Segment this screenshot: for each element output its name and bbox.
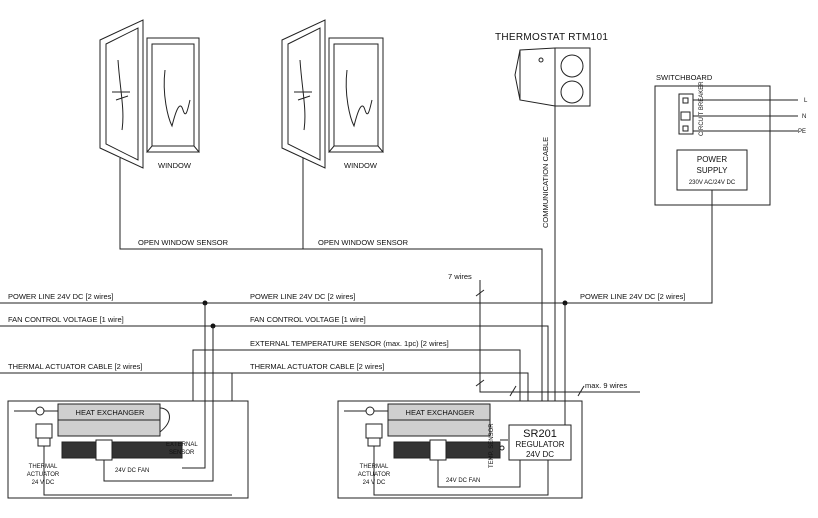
power-supply-output-wire: [565, 190, 713, 304]
power-line-label-2: POWER LINE 24V DC [2 wires]: [250, 292, 355, 301]
seven-wires-label: 7 wires: [448, 272, 472, 281]
heat-exchanger-2-label: HEAT EXCHANGER: [406, 408, 475, 417]
external-sensor-label-1: EXTERNAL: [166, 442, 198, 448]
max-wires-tick-2: [577, 385, 585, 397]
max-wires-tick-1: [509, 385, 517, 397]
fan-1-label: 24V DC FAN: [115, 468, 149, 474]
window-2-label: WINDOW: [344, 161, 378, 170]
fan-control-label-2: FAN CONTROL VOLTAGE [1 wire]: [250, 315, 366, 324]
switchboard: SWITCHBOARD CIRCUIT BREAKER L N PE POWER…: [654, 73, 808, 206]
power-supply-label-2: SUPPLY: [697, 166, 729, 175]
window-1-label: WINDOW: [158, 161, 192, 170]
regulator-voltage: 24V DC: [526, 450, 554, 459]
window-1: WINDOW: [99, 19, 201, 170]
seven-wires-tick-1: [475, 289, 485, 297]
seven-wires-tick-2: [475, 379, 485, 387]
open-window-sensor-label-1: OPEN WINDOW SENSOR: [138, 238, 229, 247]
power-supply-label-1: POWER: [697, 155, 727, 164]
phase-n-label: N: [802, 114, 806, 120]
regulator-box: [508, 424, 572, 461]
seven-wires-bundle: [479, 280, 640, 393]
thermostat-label: THERMOSTAT RTM101: [495, 32, 608, 43]
window-2: WINDOW: [281, 19, 385, 170]
switchboard-label: SWITCHBOARD: [656, 73, 713, 82]
thermal-actuator-2-label-2: ACTUATOR: [358, 472, 391, 478]
thermal-cable-label-1: THERMAL ACTUATOR CABLE [2 wires]: [8, 362, 142, 371]
regulator-model: SR201: [523, 428, 557, 440]
circuit-breaker-label: CIRCUIT BREAKER: [699, 81, 705, 136]
unit-2: HEAT EXCHANGER 24V DC FAN THERMAL ACTUAT…: [337, 400, 583, 499]
fan-control-label-1: FAN CONTROL VOLTAGE [1 wire]: [8, 315, 124, 324]
thermal-cable-label-2: THERMAL ACTUATOR CABLE [2 wires]: [250, 362, 384, 371]
mains-wires: [693, 99, 798, 132]
external-sensor-wire: [192, 349, 521, 445]
communication-cable-label: COMMUNICATION CABLE: [541, 137, 550, 228]
temp-sensor-label: TEMP. SENSOR: [489, 423, 495, 468]
unit-1: HEAT EXCHANGER 24V DC FAN EXTERNAL SENSO…: [7, 303, 249, 499]
heat-exchanger-1-label: HEAT EXCHANGER: [76, 408, 145, 417]
thermal-actuator-1-label-1: THERMAL: [29, 464, 58, 470]
thermal-actuator-1-label-3: 24 V DC: [32, 480, 55, 486]
open-window-sensor-wire-1: [119, 158, 543, 425]
phase-l-label: L: [804, 98, 808, 104]
external-sensor-label-2: SENSOR: [169, 450, 195, 456]
thermal-actuator-2-label-3: 24 V DC: [363, 480, 386, 486]
thermal-actuator-2-label-1: THERMAL: [360, 464, 389, 470]
power-supply-spec: 230V AC/24V DC: [689, 180, 736, 186]
thermal-actuator-1-label-2: ACTUATOR: [27, 472, 60, 478]
max-wires-label: max. 9 wires: [585, 381, 627, 390]
regulator-label: REGULATOR: [515, 440, 564, 449]
power-line-label-3: POWER LINE 24V DC [2 wires]: [580, 292, 685, 301]
power-line-label-1: POWER LINE 24V DC [2 wires]: [8, 292, 113, 301]
phase-pe-label: PE: [798, 129, 806, 135]
external-temp-sensor-label: EXTERNAL TEMPERATURE SENSOR (max. 1pc) […: [250, 339, 449, 348]
fan-2-label: 24V DC FAN: [446, 478, 480, 484]
thermostat: THERMOSTAT RTM101: [495, 32, 608, 107]
open-window-sensor-label-2: OPEN WINDOW SENSOR: [318, 238, 409, 247]
